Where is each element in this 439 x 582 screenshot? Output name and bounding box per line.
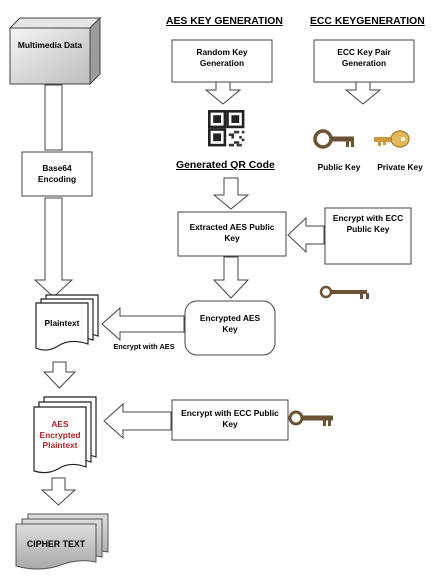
ecc-key-pair-box bbox=[313, 39, 415, 83]
encrypt-with-aes-label: Encrypt with AES bbox=[113, 342, 175, 351]
arrow-qr-to-extracted bbox=[212, 177, 250, 210]
multimedia-data-label: Multimedia Data bbox=[17, 40, 83, 50]
extracted-aes-key-box bbox=[177, 211, 287, 257]
extracted-aes-public-key-label: Extracted AES Public Key bbox=[189, 222, 275, 243]
aes-encrypted-document-stack bbox=[33, 396, 97, 474]
private-key-label: Private Key bbox=[377, 162, 423, 172]
ecc-key-generation-header: ECC KEYGENERATION bbox=[310, 16, 425, 27]
encrypt-ecc-box-2 bbox=[171, 399, 289, 441]
arrow-ecc-to-aes-encrypted bbox=[103, 402, 172, 440]
public-key-icon bbox=[313, 129, 354, 149]
random-key-generation-label: Random Key Generation bbox=[196, 47, 248, 68]
arrow-random-to-qr bbox=[204, 81, 242, 105]
arrow-ecc-to-keys bbox=[344, 81, 382, 105]
encrypt-ecc-label-1: Encrypt with ECC Public Key bbox=[332, 213, 404, 234]
arrow-aes-to-cipher bbox=[40, 477, 77, 506]
encrypt-ecc-label-2: Encrypt with ECC Public Key bbox=[181, 408, 279, 429]
base64-encoding-box bbox=[21, 151, 93, 197]
cipher-text-label: CIPHER TEXT bbox=[26, 539, 86, 549]
plaintext-label: Plaintext bbox=[44, 318, 80, 328]
private-key-icon bbox=[374, 130, 410, 148]
arrow-plaintext-to-aes bbox=[42, 361, 77, 389]
aes-encrypted-plaintext-label: AES Encrypted Plaintext bbox=[39, 419, 81, 450]
aes-key-generation-header: AES KEY GENERATION bbox=[166, 16, 283, 27]
encrypt-ecc-box-1 bbox=[324, 207, 412, 265]
public-key-icon-3 bbox=[288, 410, 333, 426]
multimedia-data-cube bbox=[8, 16, 102, 86]
encrypted-aes-key-label: Encrypted AES Key bbox=[199, 313, 261, 334]
ecc-key-pair-generation-label: ECC Key Pair Generation bbox=[337, 47, 391, 68]
plaintext-document-stack bbox=[35, 294, 99, 351]
generated-qr-code-label: Generated QR Code bbox=[176, 160, 275, 171]
arrow-encrypted-to-plaintext bbox=[101, 306, 185, 342]
arrow-data-to-plaintext bbox=[33, 84, 74, 298]
arrow-extracted-to-encrypted bbox=[212, 256, 250, 299]
cipher-text-stack bbox=[15, 513, 109, 570]
qr-code-icon bbox=[208, 110, 245, 147]
public-key-label: Public Key bbox=[317, 162, 361, 172]
base64-encoding-label: Base64 Encoding bbox=[37, 163, 77, 184]
arrow-ecc-to-extracted bbox=[287, 216, 325, 254]
public-key-icon-2 bbox=[319, 285, 369, 299]
encrypted-aes-key-box bbox=[184, 300, 276, 356]
